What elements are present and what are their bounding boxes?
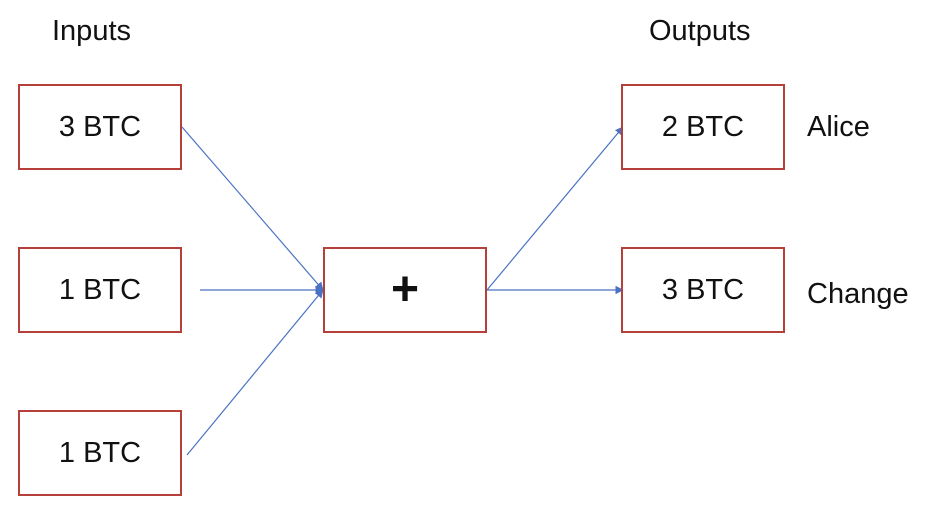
output-amount: 3 BTC — [661, 273, 745, 306]
plus-icon: + — [390, 263, 420, 316]
input-box-1: 3 BTC — [18, 84, 182, 170]
output-recipient-alice: Alice — [807, 111, 870, 143]
input-box-2: 1 BTC — [18, 247, 182, 333]
inputs-heading: Inputs — [52, 15, 131, 47]
output-box-1: 2 BTC — [621, 84, 785, 170]
arrow-input-3-to-combiner — [186, 289, 324, 456]
input-amount: 1 BTC — [58, 436, 142, 469]
input-amount: 3 BTC — [58, 110, 142, 143]
outputs-heading: Outputs — [649, 15, 751, 47]
arrow-combiner-to-output-1 — [486, 126, 624, 291]
output-amount: 2 BTC — [661, 110, 745, 143]
arrow-input-1-to-combiner — [181, 126, 324, 291]
input-amount: 1 BTC — [58, 273, 142, 306]
combiner-box: + — [323, 247, 487, 333]
input-box-3: 1 BTC — [18, 410, 182, 496]
output-recipient-change: Change — [807, 278, 909, 310]
output-box-2: 3 BTC — [621, 247, 785, 333]
